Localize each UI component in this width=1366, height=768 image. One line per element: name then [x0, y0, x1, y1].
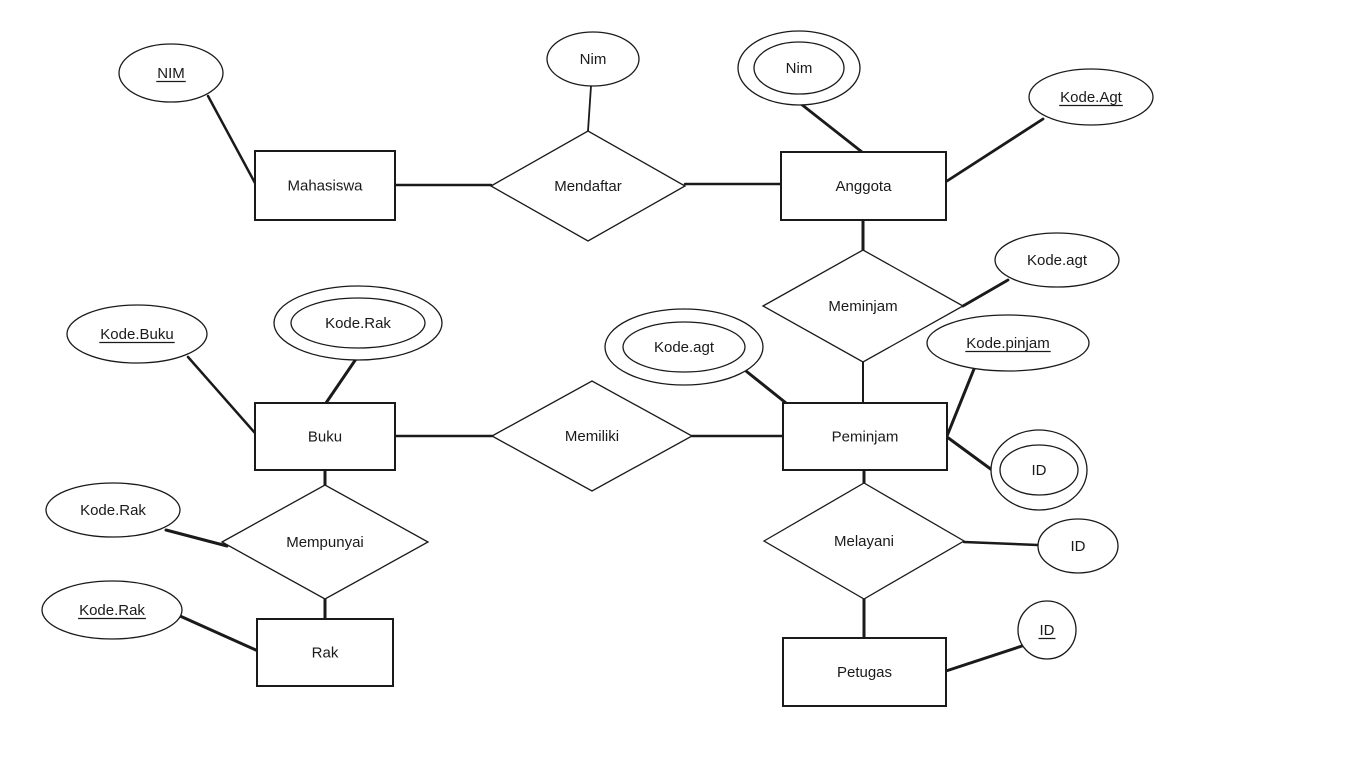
- relationship-mempunyai: Mempunyai: [220, 484, 430, 600]
- connector-meminjam-to-kode-agt-meminjam: [961, 278, 1010, 308]
- attribute-kode-buku: Kode.Buku: [66, 304, 208, 364]
- attribute-label-kode-rak-rak: Kode.Rak: [79, 602, 145, 619]
- relationship-diamond-mempunyai: [220, 484, 430, 600]
- attribute-ellipse-id-melayani: [1037, 518, 1119, 574]
- attribute-ellipse-kode-agt-anggota: [1028, 68, 1154, 126]
- relationship-mendaftar: Mendaftar: [489, 130, 687, 242]
- connector-layer: [164, 85, 1045, 673]
- attribute-nim-anggota: Nim: [737, 30, 861, 106]
- connector-peminjam-to-id-peminjam: [945, 435, 994, 472]
- attribute-id-petugas: ID: [1017, 600, 1077, 660]
- attribute-kode-pinjam: Kode.pinjam: [926, 314, 1090, 372]
- entity-box-peminjam: [782, 402, 948, 471]
- entity-box-petugas: [782, 637, 947, 707]
- attribute-ellipse-kode-pinjam: [926, 314, 1090, 372]
- connector-kode-buku-to-buku: [186, 355, 257, 435]
- connector-kode-agt-peminjam-to-peminjam: [744, 369, 788, 405]
- attribute-label-kode-agt-peminjam: Kode.agt: [654, 339, 715, 356]
- connector-petugas-to-id-petugas: [944, 644, 1024, 673]
- attribute-kode-agt-peminjam: Kode.agt: [604, 308, 764, 386]
- attribute-kode-rak-mempunyai: Kode.Rak: [45, 482, 181, 538]
- relationship-diamond-melayani: [762, 482, 966, 600]
- relationship-memiliki: Memiliki: [490, 380, 694, 492]
- entity-label-mahasiswa: Mahasiswa: [287, 178, 363, 195]
- attribute-kode-rak-buku: Kode.Rak: [273, 285, 443, 361]
- connector-melayani-to-id-melayani: [962, 540, 1040, 547]
- attribute-ellipse-nim-mendaftar: [546, 31, 640, 87]
- entity-rak: Rak: [256, 618, 394, 687]
- attribute-ellipse-kode-rak-mempunyai: [45, 482, 181, 538]
- entity-mahasiswa: Mahasiswa: [254, 150, 396, 221]
- entity-box-mahasiswa: [254, 150, 396, 221]
- attribute-inner-ellipse-nim-anggota: [753, 41, 845, 95]
- attribute-label-kode-buku: Kode.Buku: [100, 326, 173, 343]
- attribute-inner-ellipse-kode-rak-buku: [290, 297, 426, 349]
- entity-label-anggota: Anggota: [836, 178, 893, 195]
- attribute-ellipse-kode-agt-meminjam: [994, 232, 1120, 288]
- relationship-label-memiliki: Memiliki: [565, 428, 619, 445]
- attribute-id-peminjam: ID: [990, 429, 1088, 511]
- connector-kode-agt-anggota-to-anggota: [945, 117, 1045, 183]
- attribute-label-nim-mahasiswa: NIM: [157, 65, 185, 82]
- attribute-inner-ellipse-kode-agt-peminjam: [622, 321, 746, 373]
- attribute-id-melayani: ID: [1037, 518, 1119, 574]
- attribute-kode-agt-meminjam: Kode.agt: [994, 232, 1120, 288]
- connector-nim-anggota-to-anggota: [799, 102, 864, 154]
- attribute-label-kode-agt-meminjam: Kode.agt: [1027, 252, 1088, 269]
- attribute-label-id-melayani: ID: [1071, 538, 1086, 555]
- entity-peminjam: Peminjam: [782, 402, 948, 471]
- entity-buku: Buku: [254, 402, 396, 471]
- attribute-kode-agt-anggota: Kode.Agt: [1028, 68, 1154, 126]
- relationship-diamond-mendaftar: [489, 130, 687, 242]
- attribute-nim-mahasiswa: NIM: [118, 43, 224, 103]
- entity-label-peminjam: Peminjam: [832, 429, 899, 446]
- attribute-label-kode-rak-buku: Kode.Rak: [325, 315, 391, 332]
- attribute-ellipse-id-petugas: [1017, 600, 1077, 660]
- relationship-diamond-memiliki: [490, 380, 694, 492]
- entity-box-anggota: [780, 151, 947, 221]
- attribute-ellipse-kode-buku: [66, 304, 208, 364]
- connector-kode-pinjam-to-peminjam: [945, 367, 976, 438]
- attribute-label-kode-pinjam: Kode.pinjam: [966, 335, 1049, 352]
- relationship-label-melayani: Melayani: [834, 533, 894, 550]
- entity-label-petugas: Petugas: [837, 664, 892, 681]
- attribute-ellipse-kode-rak-rak: [41, 580, 183, 640]
- relationship-label-mempunyai: Mempunyai: [286, 534, 364, 551]
- connector-kode-rak-buku-to-buku: [324, 357, 358, 405]
- entity-box-rak: [256, 618, 394, 687]
- relationship-diamond-meminjam: [761, 249, 965, 363]
- attribute-label-nim-mendaftar: Nim: [580, 51, 607, 68]
- attribute-ellipse-nim-mahasiswa: [118, 43, 224, 103]
- relationship-melayani: Melayani: [762, 482, 966, 600]
- entity-petugas: Petugas: [782, 637, 947, 707]
- relationship-label-meminjam: Meminjam: [828, 298, 897, 315]
- relationship-meminjam: Meminjam: [761, 249, 965, 363]
- relationship-label-mendaftar: Mendaftar: [554, 178, 622, 195]
- attribute-inner-ellipse-id-peminjam: [999, 444, 1079, 496]
- entity-label-buku: Buku: [308, 429, 342, 446]
- entity-label-rak: Rak: [312, 645, 339, 662]
- connector-kode-rak-rak-to-rak: [178, 614, 260, 653]
- connector-nim-mendaftar-to-mendaftar: [587, 85, 592, 132]
- attribute-label-id-petugas: ID: [1040, 622, 1055, 639]
- attribute-kode-rak-rak: Kode.Rak: [41, 580, 183, 640]
- entity-box-buku: [254, 402, 396, 471]
- attribute-label-id-peminjam: ID: [1032, 462, 1047, 479]
- entity-anggota: Anggota: [780, 151, 947, 221]
- connector-nim-mahasiswa-to-mahasiswa: [206, 94, 257, 185]
- attribute-nim-mendaftar: Nim: [546, 31, 640, 87]
- connector-kode-rak-mempunyai-to-mempunyai: [164, 528, 229, 548]
- attribute-label-kode-agt-anggota: Kode.Agt: [1060, 89, 1123, 106]
- attribute-label-kode-rak-mempunyai: Kode.Rak: [80, 502, 146, 519]
- attribute-label-nim-anggota: Nim: [786, 60, 813, 77]
